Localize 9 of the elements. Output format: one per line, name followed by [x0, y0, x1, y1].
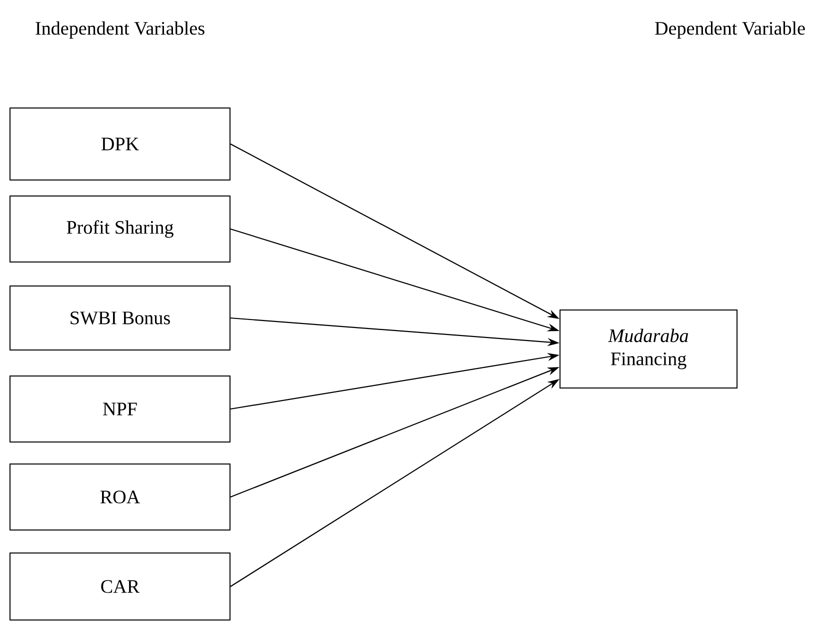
- variable-box: Mudaraba Financing: [560, 310, 738, 388]
- variable-box: CAR: [10, 552, 230, 621]
- variable-box: ROA: [10, 464, 230, 530]
- variable-box: DPK: [10, 108, 230, 180]
- variable-box: SWBI Bonus: [10, 286, 230, 350]
- heading: Dependent Variable: [655, 21, 805, 39]
- variable-box: Profit Sharing: [10, 196, 230, 262]
- variable-box: NPF: [10, 376, 230, 442]
- heading: Independent Variables: [36, 21, 204, 39]
